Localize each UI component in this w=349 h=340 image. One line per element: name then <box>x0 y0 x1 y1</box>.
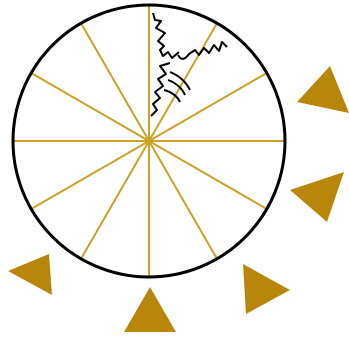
arrow-right-lower-button[interactable] <box>290 172 344 222</box>
arrow-lower-right-button[interactable] <box>243 264 290 314</box>
segmented-wheel[interactable] <box>13 5 285 277</box>
arrow-bottom-button[interactable] <box>124 287 176 332</box>
arrow-left-button[interactable] <box>8 254 52 295</box>
arrow-right-upper-button[interactable] <box>297 66 349 113</box>
